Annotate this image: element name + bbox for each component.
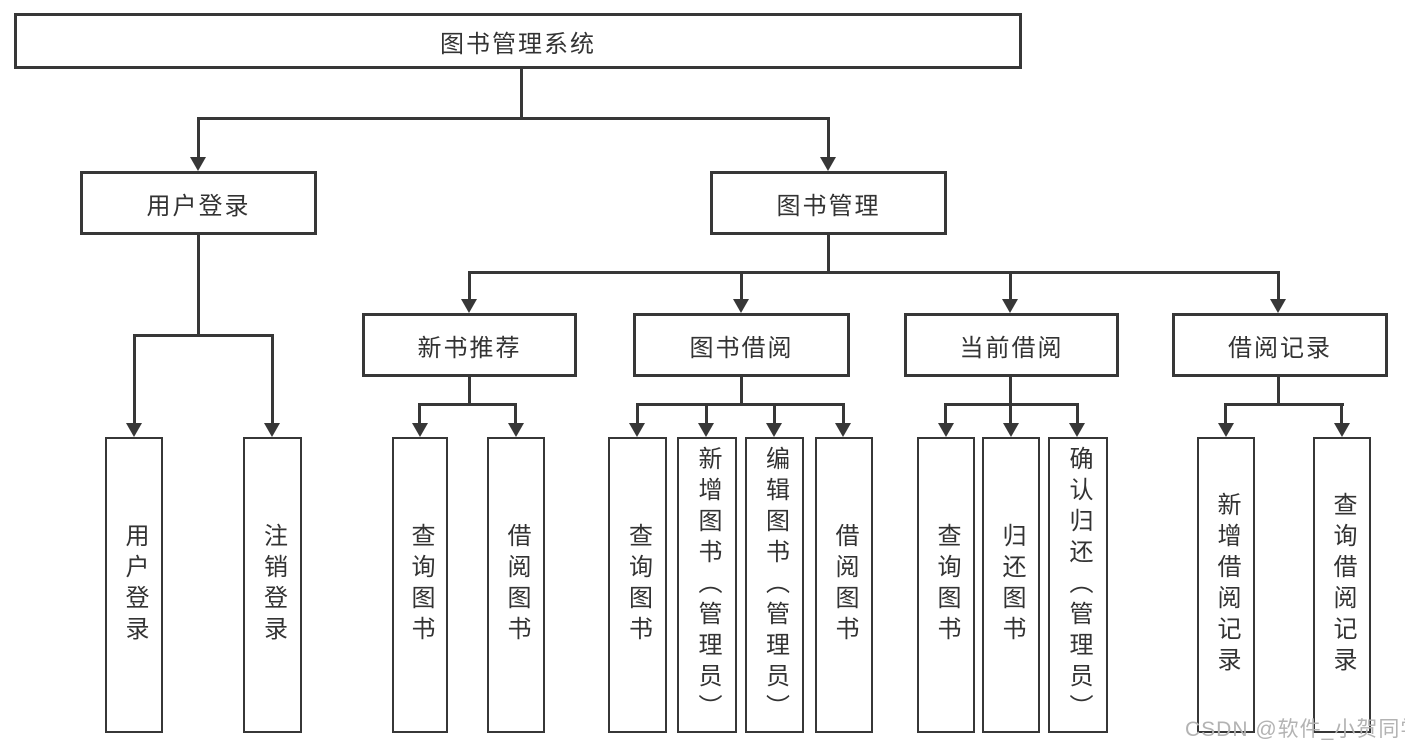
leaf-node-label: 归还图书 [998,523,1025,647]
connector-line [827,235,830,273]
leaf-node-label: 查询图书 [407,523,434,647]
module-node-new-book-recommend: 新书推荐 [362,313,577,377]
arrowhead-down-icon [1002,299,1018,313]
arrowhead-down-icon [264,423,280,437]
arrowhead-down-icon [461,299,477,313]
connector-line [842,403,845,425]
connector-line [133,334,274,337]
connector-line [468,271,1280,274]
root-node-label: 图书管理系统 [440,30,596,58]
connector-line [520,69,523,119]
connector-line [1076,403,1079,425]
connector-line [197,117,200,159]
connector-line [636,403,844,406]
connector-line [740,377,743,405]
connector-line [1340,403,1343,425]
arrowhead-down-icon [698,423,714,437]
module-node-label: 新书推荐 [417,334,522,362]
branch-node-label: 用户登录 [146,192,251,220]
arrowhead-down-icon [1334,423,1350,437]
branch-node-book-management: 图书管理 [710,171,947,235]
leaf-node-label: 新增借阅记录 [1213,492,1240,678]
leaf-node-edit-books-admin: 编辑图书（管理员） [745,437,804,733]
leaf-node-label: 借阅图书 [503,523,530,647]
arrowhead-down-icon [733,299,749,313]
arrowhead-down-icon [938,423,954,437]
connector-line [1277,377,1280,405]
connector-line [197,117,830,120]
connector-line [468,271,471,301]
module-node-label: 借阅记录 [1228,334,1332,362]
module-node-borrow-record: 借阅记录 [1172,313,1388,377]
leaf-node-label: 借阅图书 [831,523,858,647]
leaf-node-label: 确认归还（管理员） [1065,445,1092,725]
leaf-node-borrow-books: 借阅图书 [487,437,545,733]
arrowhead-down-icon [412,423,428,437]
connector-line [1009,403,1012,425]
connector-line [705,403,708,425]
leaf-node-label: 查询图书 [933,523,960,647]
leaf-node-confirm-return-admin: 确认归还（管理员） [1048,437,1108,733]
connector-line [827,117,830,159]
arrowhead-down-icon [820,157,836,171]
leaf-node-logout: 注销登录 [243,437,302,733]
arrowhead-down-icon [1270,299,1286,313]
watermark: CSDN @软件_小贺同学 [1185,718,1405,741]
arrowhead-down-icon [190,157,206,171]
connector-line [1224,403,1227,425]
connector-line [468,377,471,405]
branch-node-user-login: 用户登录 [80,171,317,235]
arrowhead-down-icon [766,423,782,437]
module-node-label: 当前借阅 [959,334,1064,362]
leaf-node-label: 注销登录 [259,523,287,647]
module-node-book-borrow: 图书借阅 [633,313,850,377]
leaf-node-user-login: 用户登录 [105,437,163,733]
leaf-node-label: 新增图书（管理员） [694,445,721,725]
connector-line [740,271,743,301]
connector-line [197,235,200,336]
arrowhead-down-icon [508,423,524,437]
leaf-node-label: 用户登录 [121,523,148,647]
connector-line [133,334,136,424]
connector-line [419,403,517,406]
leaf-node-query-books: 查询图书 [917,437,975,733]
root-node-library-system: 图书管理系统 [14,13,1022,69]
leaf-node-query-books: 查询图书 [608,437,667,733]
leaf-node-add-borrow-record: 新增借阅记录 [1197,437,1255,733]
module-node-current-borrow: 当前借阅 [904,313,1119,377]
leaf-node-label: 查询图书 [624,523,652,647]
leaf-node-label: 编辑图书（管理员） [761,445,789,725]
module-node-label: 图书借阅 [689,334,794,362]
arrowhead-down-icon [126,423,142,437]
leaf-node-query-borrow-record: 查询借阅记录 [1313,437,1371,733]
connector-line [773,403,776,425]
connector-line [418,403,421,425]
arrowhead-down-icon [1069,423,1085,437]
connector-line [636,403,639,425]
arrowhead-down-icon [629,423,645,437]
leaf-node-add-books-admin: 新增图书（管理员） [677,437,737,733]
leaf-node-borrow-books: 借阅图书 [815,437,873,733]
arrowhead-down-icon [1218,423,1234,437]
connector-line [1009,271,1012,301]
arrowhead-down-icon [1003,423,1019,437]
leaf-node-return-books: 归还图书 [982,437,1040,733]
branch-node-label: 图书管理 [776,192,881,220]
arrowhead-down-icon [835,423,851,437]
connector-line [1277,271,1280,301]
connector-line [271,334,274,424]
connector-line [1009,377,1012,405]
leaf-node-query-books: 查询图书 [392,437,448,733]
connector-line [1224,403,1344,406]
connector-line [944,403,947,425]
connector-line [514,403,517,425]
leaf-node-label: 查询借阅记录 [1329,492,1356,678]
